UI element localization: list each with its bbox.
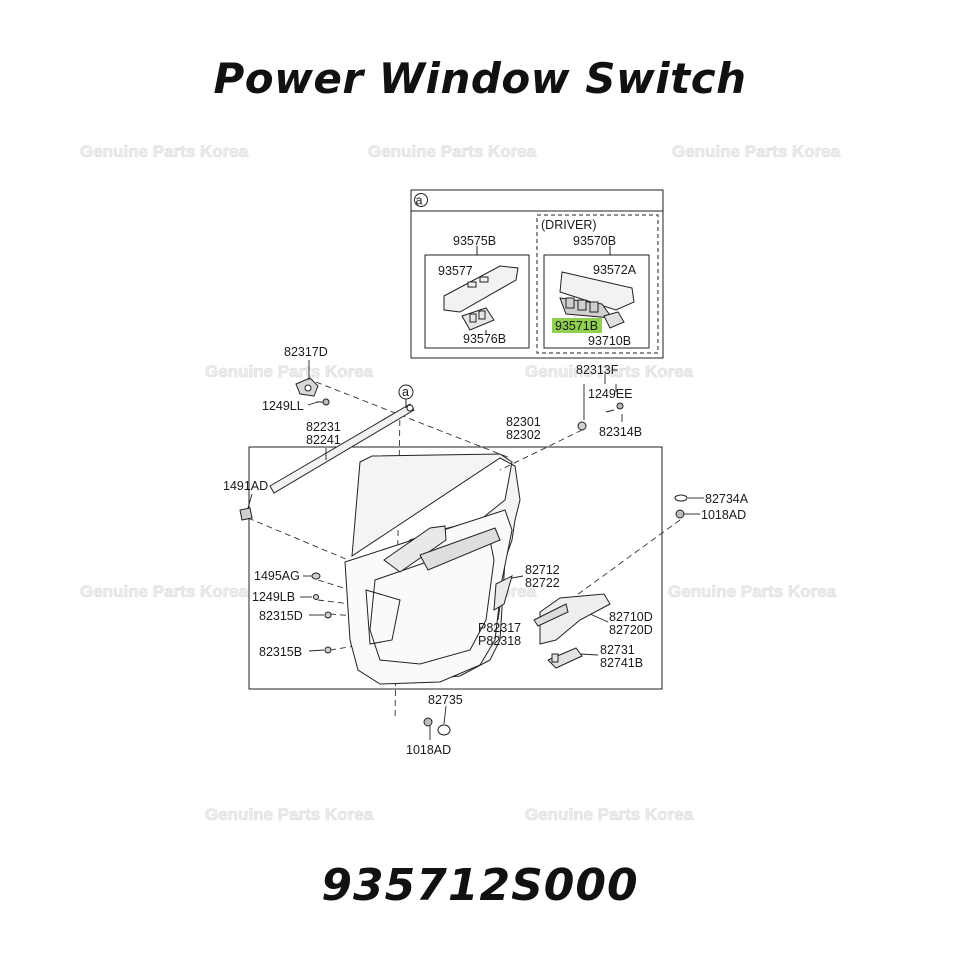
cap-82734A-drawing <box>674 494 688 502</box>
bracket-82317D-drawing <box>295 377 319 397</box>
watermark-text: Genuine Parts Korea <box>205 805 374 824</box>
switch-93577-drawing <box>443 265 519 313</box>
screw-1018AD-drawing <box>675 509 685 519</box>
inset-frame <box>410 189 664 359</box>
screw-1249EE-drawing <box>605 402 624 413</box>
armrest-82710D-drawing <box>533 593 611 645</box>
part-label-93576B: 93576B <box>463 332 506 346</box>
clip-1491AD-drawing <box>239 507 253 521</box>
part-label-82315B: 82315B <box>259 645 302 659</box>
part-label-1249EE: 1249EE <box>588 387 632 401</box>
part-label-82720D: 82720D <box>609 623 653 637</box>
watermark-text: Genuine Parts Korea <box>80 582 249 601</box>
part-label-1018AD-bottom: 1018AD <box>406 743 451 757</box>
part-label-82315D: 82315D <box>259 609 303 623</box>
part-number: 935712S000 <box>321 860 639 911</box>
driver-dashed-frame <box>536 214 659 354</box>
part-label-1491AD: 1491AD <box>223 479 268 493</box>
assembly-frame <box>248 446 663 690</box>
inset-marker-circle <box>414 193 428 207</box>
part-label-93570B: 93570B <box>573 234 616 248</box>
watermark-text: Genuine Parts Korea <box>525 805 694 824</box>
part-label-82722: 82722 <box>525 576 560 590</box>
part-label-82735: 82735 <box>428 693 463 707</box>
part-label-82314B: 82314B <box>599 425 642 439</box>
part-label-P82317: P82317 <box>478 621 521 635</box>
part-label-82301: 82301 <box>506 415 541 429</box>
highlight-box <box>552 318 602 333</box>
switch-93571B-drawing <box>559 297 614 319</box>
watermark-text: Genuine Parts Korea <box>80 142 249 161</box>
switch-93710B-drawing <box>603 311 625 329</box>
part-label-82317D: 82317D <box>284 345 328 359</box>
part-label-82712: 82712 <box>525 563 560 577</box>
part-label-82302: 82302 <box>506 428 541 442</box>
part-label-1495AG: 1495AG <box>254 569 300 583</box>
watermark-text: Genuine Parts Korea <box>205 362 374 381</box>
part-label-1249LL: 1249LL <box>262 399 304 413</box>
part-label-93571B: 93571B <box>555 319 598 333</box>
callout-marker: a <box>402 385 409 399</box>
part-label-82710D: 82710D <box>609 610 653 624</box>
bracket-82731-drawing <box>547 647 583 669</box>
screw-1018AD-bottom-drawing <box>423 717 433 727</box>
page-title: Power Window Switch <box>213 54 747 103</box>
part-label-82313F: 82313F <box>576 363 619 377</box>
part-label-93577: 93577 <box>438 264 473 278</box>
watermark-text: Genuine Parts Korea <box>525 362 694 381</box>
part-label-93572A: 93572A <box>593 263 637 277</box>
cap-82735-drawing <box>437 724 451 736</box>
part-label-1018AD: 1018AD <box>701 508 746 522</box>
watermark-text: Genuine Parts Korea <box>368 142 537 161</box>
part-label-82731: 82731 <box>600 643 635 657</box>
side-fasteners <box>311 572 332 654</box>
inset-marker: a <box>416 194 423 208</box>
part-label-93710B: 93710B <box>588 334 631 348</box>
door-trim-panel <box>344 453 521 685</box>
handle-82712-drawing <box>493 575 513 611</box>
part-label-82741B: 82741B <box>600 656 643 670</box>
clip-82313F-drawing <box>577 421 587 431</box>
switch-93576B-drawing <box>461 307 495 331</box>
driver-label: (DRIVER) <box>541 218 597 232</box>
inset-detail <box>410 189 664 359</box>
part-label-93575B: 93575B <box>453 234 496 248</box>
weatherstrip-82231 <box>269 403 415 494</box>
watermark-text: Genuine Parts Korea <box>672 142 841 161</box>
part-label-1249LB: 1249LB <box>252 590 295 604</box>
part-label-P82318: P82318 <box>478 634 521 648</box>
part-label-82231: 82231 <box>306 420 341 434</box>
label-leaders <box>247 360 704 740</box>
right-group-box <box>543 254 650 349</box>
watermark-text: Genuine Parts Korea <box>668 582 837 601</box>
part-label-82734A: 82734A <box>705 492 749 506</box>
part-label-82241: 82241 <box>306 433 341 447</box>
switch-93572A-drawing <box>559 271 635 311</box>
